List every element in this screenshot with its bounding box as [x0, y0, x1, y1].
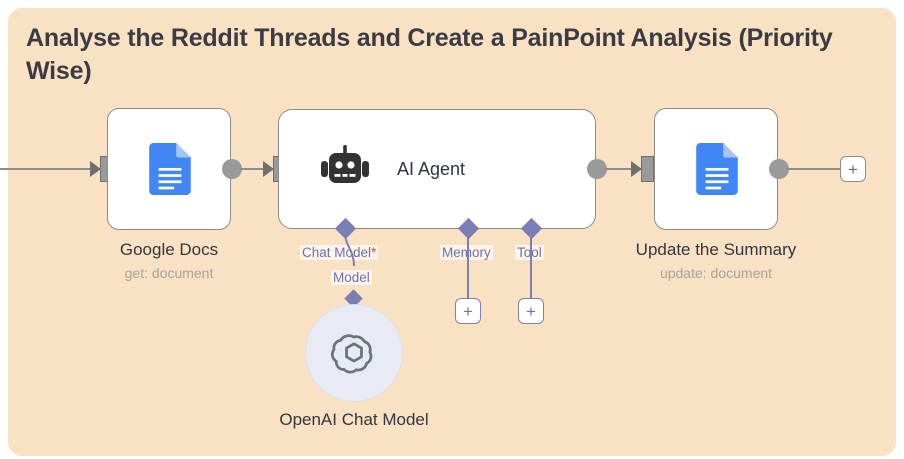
page-title: Analyse the Reddit Threads and Create a …: [26, 24, 833, 85]
tool-text: Tool: [517, 245, 542, 260]
ai-agent-title: AI Agent: [397, 158, 466, 179]
google-docs-title: Google Docs: [119, 240, 219, 259]
wire-memory: [467, 232, 469, 298]
wire-update-summary-to-add: [787, 168, 841, 170]
update-summary-title: Update the Summary: [635, 240, 797, 259]
wire-tool: [530, 232, 532, 298]
chat-model-text: Chat Model: [302, 245, 372, 260]
label-chat-model: Chat Model*: [300, 245, 379, 260]
add-node-button[interactable]: +: [840, 156, 866, 182]
caption-google-docs: Google Docs get: document: [89, 240, 249, 281]
model-text: Model: [333, 270, 370, 285]
arrow-into-update-summary: [631, 161, 642, 177]
google-docs-icon: [696, 143, 738, 200]
robot-icon: [321, 144, 369, 194]
label-tool: Tool: [515, 245, 544, 260]
wire-chat-model: [344, 232, 355, 267]
caption-openai-chat-model: OpenAI Chat Model: [254, 410, 454, 430]
google-docs-icon-svg: [696, 143, 738, 195]
add-tool-button[interactable]: +: [518, 298, 544, 324]
google-docs-subtitle: get: document: [124, 265, 214, 281]
label-memory: Memory: [440, 245, 493, 260]
wire-input-to-google-docs: [0, 168, 92, 170]
update-summary-output-port[interactable]: [769, 159, 789, 179]
ai-agent-output-port[interactable]: [587, 159, 607, 179]
openai-chat-model-title: OpenAI Chat Model: [279, 410, 429, 429]
arrow-into-google-docs: [90, 161, 101, 177]
node-update-summary[interactable]: [654, 108, 778, 230]
google-docs-icon: [149, 143, 191, 200]
google-docs-icon-svg: [149, 143, 191, 195]
google-docs-output-port[interactable]: [222, 159, 242, 179]
robot-icon-svg: [321, 144, 369, 183]
required-asterisk: *: [371, 245, 377, 260]
update-summary-input-port[interactable]: [641, 156, 654, 182]
add-memory-button[interactable]: +: [455, 298, 481, 324]
update-summary-subtitle: update: document: [659, 265, 773, 281]
node-openai-chat-model[interactable]: [305, 304, 403, 402]
node-google-docs[interactable]: [107, 108, 231, 230]
label-model: Model: [331, 270, 372, 285]
workflow-panel: [8, 8, 896, 456]
wire-ai-agent-to-update-summary: [605, 168, 633, 170]
memory-text: Memory: [442, 245, 491, 260]
wire-google-docs-to-ai-agent: [240, 168, 266, 170]
arrow-into-ai-agent: [263, 161, 274, 177]
openai-icon: [331, 334, 373, 374]
node-ai-agent[interactable]: AI Agent: [278, 109, 596, 229]
caption-update-summary: Update the Summary update: document: [596, 240, 836, 281]
